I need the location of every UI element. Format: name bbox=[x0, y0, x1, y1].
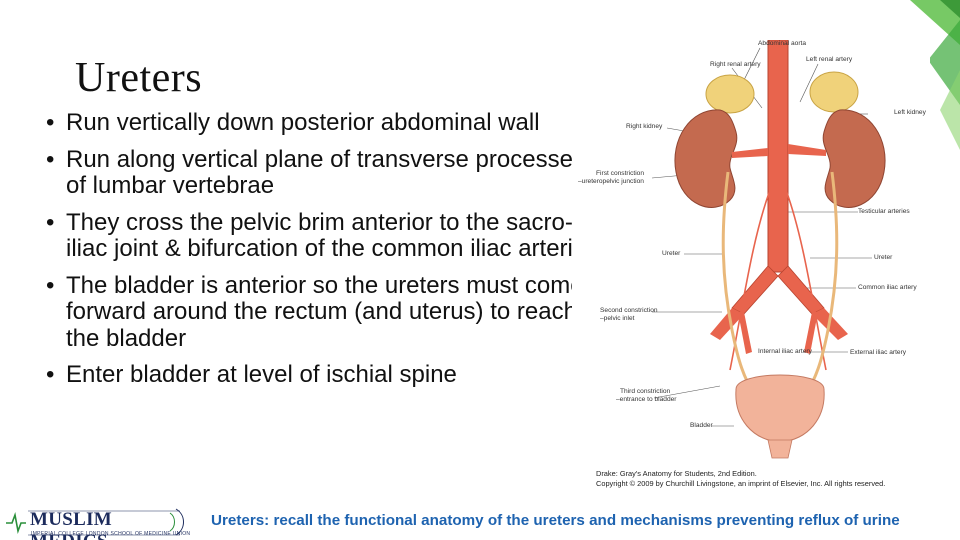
logo-title: MUSLIM MEDICS bbox=[30, 509, 113, 540]
caption-line-2: Copyright © 2009 by Churchill Livingston… bbox=[596, 479, 886, 488]
bullet-dot: • bbox=[46, 271, 55, 299]
label-ureteropelvic-junction: –ureteropelvic junction bbox=[578, 178, 644, 185]
label-entrance-to-bladder: –entrance to bladder bbox=[616, 396, 677, 403]
bullet-dot: • bbox=[46, 208, 55, 236]
bullet-text: Run vertically down posterior abdominal … bbox=[66, 109, 540, 136]
bullet-text: They cross the pelvic brim anterior to t… bbox=[66, 208, 599, 262]
logo-emblem-icon bbox=[6, 508, 184, 536]
bullet-item: • Enter bladder at level of ischial spine bbox=[40, 361, 600, 389]
bullet-dot: • bbox=[46, 361, 55, 388]
ureter-anatomy-figure: Abdominal aorta Right renal artery Left … bbox=[572, 40, 930, 488]
anatomy-illustration bbox=[572, 40, 930, 488]
bullet-item: • Run vertically down posterior abdominal… bbox=[40, 109, 600, 137]
caption-line-1: Drake: Gray's Anatomy for Students, 2nd … bbox=[596, 469, 757, 478]
label-ureter-right: Ureter bbox=[874, 254, 893, 261]
bullet-dot: • bbox=[46, 145, 55, 173]
slide-title: Ureters bbox=[75, 55, 203, 101]
bullet-text: Enter bladder at level of ischial spine bbox=[66, 361, 457, 388]
label-left-kidney: Left kidney bbox=[894, 109, 926, 116]
muslim-medics-logo: MUSLIM MEDICS IMPERIAL COLLEGE LONDON SC… bbox=[4, 505, 190, 540]
label-testicular-arteries: Testicular arteries bbox=[858, 208, 910, 215]
label-external-iliac-artery: External iliac artery bbox=[850, 349, 907, 356]
bullet-text: Run along vertical plane of transverse p… bbox=[66, 145, 585, 199]
label-pelvic-inlet: –pelvic inlet bbox=[600, 315, 635, 322]
label-bladder: Bladder bbox=[690, 422, 713, 429]
label-left-renal-artery: Left renal artery bbox=[806, 56, 853, 63]
label-right-renal-artery: Right renal artery bbox=[710, 61, 761, 68]
label-common-iliac-artery: Common iliac artery bbox=[858, 284, 917, 291]
label-third-constriction: Third constriction bbox=[620, 388, 671, 395]
label-ureter-left: Ureter bbox=[662, 250, 681, 257]
bullet-item: • Run along vertical plane of transverse … bbox=[40, 145, 600, 200]
footer-learning-objective: Ureters: recall the functional anatomy o… bbox=[211, 512, 900, 529]
bullet-item: • The bladder is anterior so the ureters … bbox=[40, 271, 600, 353]
bullet-item: • They cross the pelvic brim anterior to … bbox=[40, 208, 600, 263]
label-right-kidney: Right kidney bbox=[626, 123, 663, 130]
label-first-constriction: First constriction bbox=[596, 170, 644, 177]
label-second-constriction: Second constriction bbox=[600, 307, 658, 314]
figure-caption: Drake: Gray's Anatomy for Students, 2nd … bbox=[596, 469, 885, 489]
label-internal-iliac-artery: Internal iliac artery bbox=[758, 348, 812, 355]
corner-decoration bbox=[910, 0, 960, 150]
label-abdominal-aorta: Abdominal aorta bbox=[758, 40, 807, 47]
bullet-text: The bladder is anterior so the ureters m… bbox=[66, 271, 584, 352]
bullet-dot: • bbox=[46, 109, 55, 136]
bullet-list: • Run vertically down posterior abdominal… bbox=[40, 109, 600, 399]
logo-subtitle: IMPERIAL COLLEGE LONDON SCHOOL OF MEDICI… bbox=[31, 531, 191, 537]
